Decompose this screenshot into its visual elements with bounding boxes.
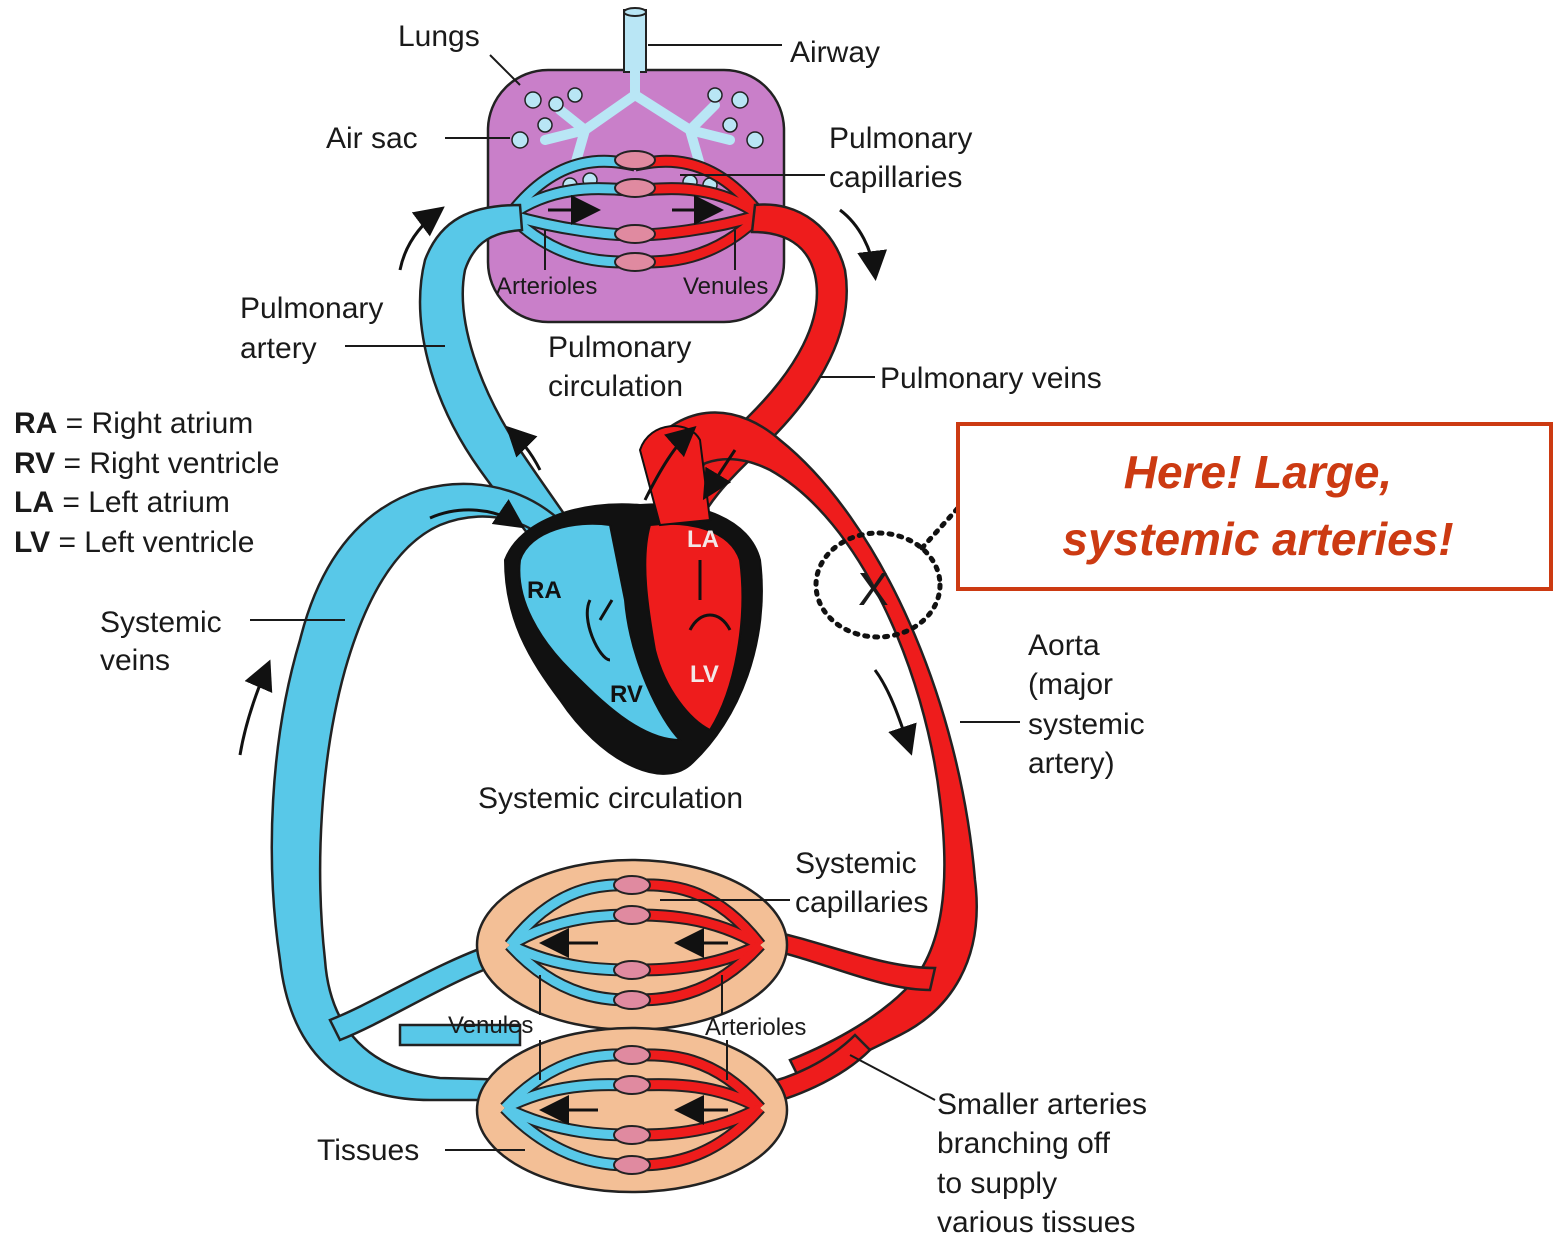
label-systemic-circulation: Systemic circulation: [478, 782, 743, 815]
label-pulmonary-artery-1: Pulmonary: [240, 292, 383, 325]
callout-dotted-leader: [922, 508, 958, 548]
legend-text: = Left ventricle: [50, 526, 254, 559]
label-pulmonary-capillaries-1: Pulmonary: [829, 122, 972, 155]
label-arterioles-bottom: Arterioles: [705, 1014, 806, 1041]
legend-key: LV: [14, 526, 50, 559]
heart-label-ra: RA: [527, 577, 562, 604]
callout-marker: X: [858, 563, 889, 615]
legend-item: RV = Right ventricle: [14, 447, 279, 480]
legend-key: LA: [14, 486, 54, 519]
label-arterioles-top: Arterioles: [496, 273, 597, 300]
airway-tree: [624, 8, 646, 72]
label-systemic-veins-1: Systemic: [100, 606, 222, 639]
legend-text: = Right ventricle: [55, 447, 279, 480]
label-aorta-4: artery): [1028, 747, 1115, 780]
label-pulmonary-circulation-2: circulation: [548, 370, 683, 403]
label-pulmonary-veins: Pulmonary veins: [880, 362, 1102, 395]
heart-label-rv: RV: [610, 681, 643, 708]
artery-branch-upper: [765, 930, 935, 990]
label-systemic-veins-2: veins: [100, 644, 170, 677]
label-smaller-arteries-2: branching off: [937, 1127, 1111, 1160]
label-pulmonary-artery-2: artery: [240, 332, 317, 365]
label-venules-top: Venules: [683, 273, 768, 300]
tissue-bed-lower: [477, 1028, 787, 1192]
label-aorta-3: systemic: [1028, 708, 1145, 741]
legend-item: LV = Left ventricle: [14, 526, 254, 559]
label-pulmonary-circulation-1: Pulmonary: [548, 331, 691, 364]
label-smaller-arteries-4: various tissues: [937, 1206, 1135, 1237]
callout: X Here! Large, systemic arteries!: [816, 424, 1551, 637]
legend-text: = Right atrium: [57, 407, 253, 440]
legend: RA = Right atrium RV = Right ventricle L…: [14, 407, 279, 559]
label-venules-bottom: Venules: [448, 1012, 533, 1039]
legend-key: RV: [14, 447, 55, 480]
label-air-sac: Air sac: [326, 122, 418, 155]
label-systemic-capillaries-1: Systemic: [795, 847, 917, 880]
label-tissues: Tissues: [317, 1134, 419, 1167]
label-smaller-arteries-1: Smaller arteries: [937, 1088, 1147, 1121]
callout-line-1: Here! Large,: [1124, 446, 1392, 498]
legend-item: RA = Right atrium: [14, 407, 253, 440]
legend-text: = Left atrium: [54, 486, 230, 519]
tissue-bed-upper: [477, 860, 787, 1030]
label-airway: Airway: [790, 36, 880, 69]
heart-label-la: LA: [687, 526, 719, 553]
label-smaller-arteries-3: to supply: [937, 1167, 1057, 1200]
callout-line-2: systemic arteries!: [1062, 513, 1453, 565]
legend-key: RA: [14, 407, 57, 440]
label-aorta-2: (major: [1028, 668, 1113, 701]
label-aorta-1: Aorta: [1028, 629, 1100, 662]
label-lungs: Lungs: [398, 20, 480, 53]
label-pulmonary-capillaries-2: capillaries: [829, 161, 962, 194]
legend-item: LA = Left atrium: [14, 486, 230, 519]
label-systemic-capillaries-2: capillaries: [795, 886, 928, 919]
heart-label-lv: LV: [690, 661, 719, 688]
